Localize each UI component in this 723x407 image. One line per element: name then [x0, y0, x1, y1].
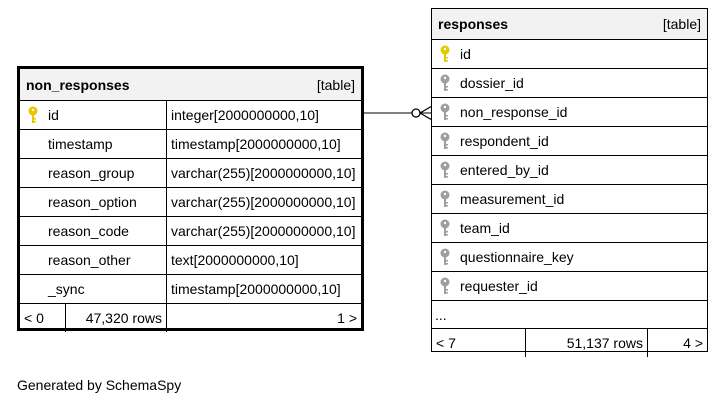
column-name: entered_by_id: [460, 162, 549, 178]
row-count: 47,320 rows: [65, 304, 166, 332]
column-name: id: [460, 46, 471, 62]
column-row[interactable]: measurement_id: [432, 185, 707, 214]
key-icon: [436, 74, 454, 92]
column-row[interactable]: id: [432, 40, 707, 69]
parent-count[interactable]: < 7: [436, 335, 456, 351]
child-count[interactable]: 4 >: [647, 329, 707, 357]
column-name: dossier_id: [460, 75, 524, 91]
column-name: reason_option: [48, 194, 137, 210]
column-row[interactable]: reason_option varchar(255)[2000000000,10]: [20, 188, 361, 217]
column-name: requester_id: [460, 278, 538, 294]
key-icon: [436, 277, 454, 295]
more-columns-row: ...: [432, 301, 707, 329]
table-responses[interactable]: responses [table] id dossier_id non_respon…: [431, 8, 708, 357]
key-icon: [436, 103, 454, 121]
generated-by-text: Generated by SchemaSpy: [17, 377, 182, 393]
column-row[interactable]: _sync timestamp[2000000000,10]: [20, 275, 361, 304]
column-name: reason_code: [48, 223, 129, 239]
table-name: non_responses: [26, 76, 130, 93]
key-icon: [436, 248, 454, 266]
column-row[interactable]: reason_other text[2000000000,10]: [20, 246, 361, 275]
column-row[interactable]: reason_group varchar(255)[2000000000,10]: [20, 159, 361, 188]
column-row[interactable]: requester_id: [432, 272, 707, 301]
column-row[interactable]: dossier_id: [432, 69, 707, 98]
column-type: varchar(255)[2000000000,10]: [166, 217, 361, 245]
table-kind: [table]: [316, 76, 355, 93]
column-row[interactable]: non_response_id: [432, 98, 707, 127]
column-name: reason_other: [48, 252, 131, 268]
column-name: timestamp: [48, 136, 113, 152]
column-name: id: [48, 107, 59, 123]
column-row[interactable]: team_id: [432, 214, 707, 243]
column-row[interactable]: timestamp timestamp[2000000000,10]: [20, 130, 361, 159]
column-type: varchar(255)[2000000000,10]: [166, 159, 361, 187]
key-icon: [436, 132, 454, 150]
table-name: responses: [438, 16, 509, 32]
table-header: responses [table]: [432, 9, 707, 40]
column-name: reason_group: [48, 165, 135, 181]
key-icon: [436, 190, 454, 208]
key-icon: [436, 45, 454, 63]
table-kind: [table]: [662, 16, 701, 32]
column-name: non_response_id: [460, 104, 568, 120]
column-type: varchar(255)[2000000000,10]: [166, 188, 361, 216]
column-type: timestamp[2000000000,10]: [166, 275, 361, 303]
row-count: 51,137 rows: [525, 329, 647, 357]
column-row[interactable]: questionnaire_key: [432, 243, 707, 272]
key-icon: [436, 219, 454, 237]
column-type: integer[2000000000,10]: [166, 101, 361, 129]
column-type: text[2000000000,10]: [166, 246, 361, 274]
column-row[interactable]: id integer[2000000000,10]: [20, 101, 361, 130]
column-name: respondent_id: [460, 133, 549, 149]
parent-count[interactable]: < 0: [24, 310, 44, 326]
table-footer: < 0 47,320 rows 1 >: [20, 304, 361, 332]
key-icon: [436, 161, 454, 179]
column-name: team_id: [460, 220, 510, 236]
table-header: non_responses [table]: [20, 69, 361, 101]
column-name: measurement_id: [460, 191, 565, 207]
column-name: _sync: [48, 281, 85, 297]
column-row[interactable]: reason_code varchar(255)[2000000000,10]: [20, 217, 361, 246]
column-name: questionnaire_key: [460, 249, 574, 265]
key-icon: [24, 106, 42, 124]
column-row[interactable]: entered_by_id: [432, 156, 707, 185]
column-row[interactable]: respondent_id: [432, 127, 707, 156]
child-count[interactable]: 1 >: [166, 304, 361, 332]
column-type: timestamp[2000000000,10]: [166, 130, 361, 158]
table-footer: < 7 51,137 rows 4 >: [432, 329, 707, 357]
table-non-responses[interactable]: non_responses [table] id integer[20000000…: [17, 66, 364, 332]
